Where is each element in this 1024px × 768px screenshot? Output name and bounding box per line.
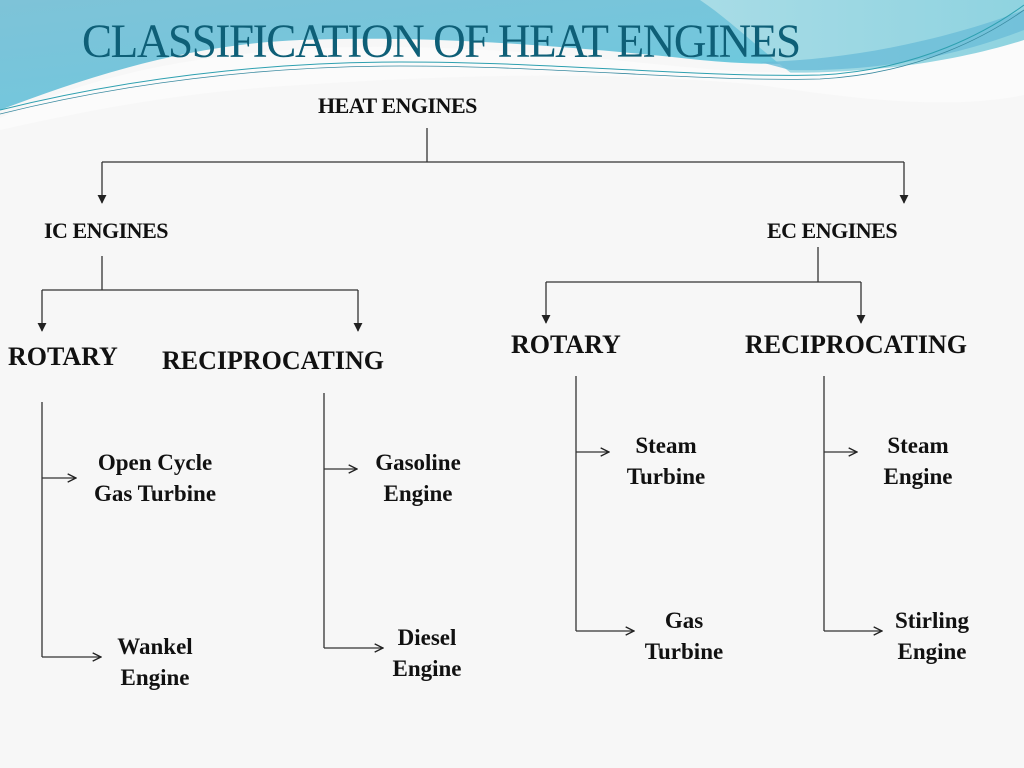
leaf-line-2: Gas Turbine bbox=[93, 481, 217, 506]
leaf-steam-turbine: Steam Turbine bbox=[614, 430, 718, 492]
node-ec-engines: EC ENGINES bbox=[767, 218, 898, 243]
leaf-line-2: Engine bbox=[883, 464, 953, 489]
leaf-gas-turbine: Gas Turbine bbox=[632, 605, 736, 667]
node-ic-engines: IC ENGINES bbox=[44, 218, 168, 243]
leaf-diesel-engine: Diesel Engine bbox=[378, 622, 476, 684]
leaf-wankel-engine: Wankel Engine bbox=[100, 631, 210, 693]
leaf-line-2: Turbine bbox=[644, 639, 724, 664]
leaf-line-1: Wankel bbox=[117, 634, 193, 659]
leaf-steam-engine: Steam Engine bbox=[868, 430, 968, 492]
leaf-line-2: Engine bbox=[383, 481, 453, 506]
node-heat-engines: HEAT ENGINES bbox=[318, 93, 477, 118]
leaf-gasoline-engine: Gasoline Engine bbox=[362, 447, 474, 509]
leaf-open-cycle-gas-turbine: Open Cycle Gas Turbine bbox=[80, 447, 230, 509]
node-ec-reciprocating: RECIPROCATING bbox=[745, 330, 967, 359]
leaf-line-1: Steam bbox=[887, 433, 949, 458]
node-ic-rotary: ROTARY bbox=[8, 342, 118, 371]
leaf-line-1: Gasoline bbox=[375, 450, 461, 475]
leaf-line-2: Engine bbox=[897, 639, 967, 664]
leaf-line-1: Steam bbox=[635, 433, 697, 458]
leaf-line-1: Open Cycle bbox=[97, 450, 213, 475]
leaf-line-2: Engine bbox=[392, 656, 462, 681]
leaf-line-1: Stirling bbox=[894, 608, 970, 633]
leaf-line-1: Diesel bbox=[397, 625, 457, 650]
node-ec-rotary: ROTARY bbox=[511, 330, 621, 359]
leaf-stirling-engine: Stirling Engine bbox=[880, 605, 984, 667]
leaf-line-2: Turbine bbox=[626, 464, 706, 489]
node-ic-reciprocating: RECIPROCATING bbox=[162, 346, 384, 375]
leaf-line-1: Gas bbox=[664, 608, 704, 633]
leaf-line-2: Engine bbox=[120, 665, 190, 690]
